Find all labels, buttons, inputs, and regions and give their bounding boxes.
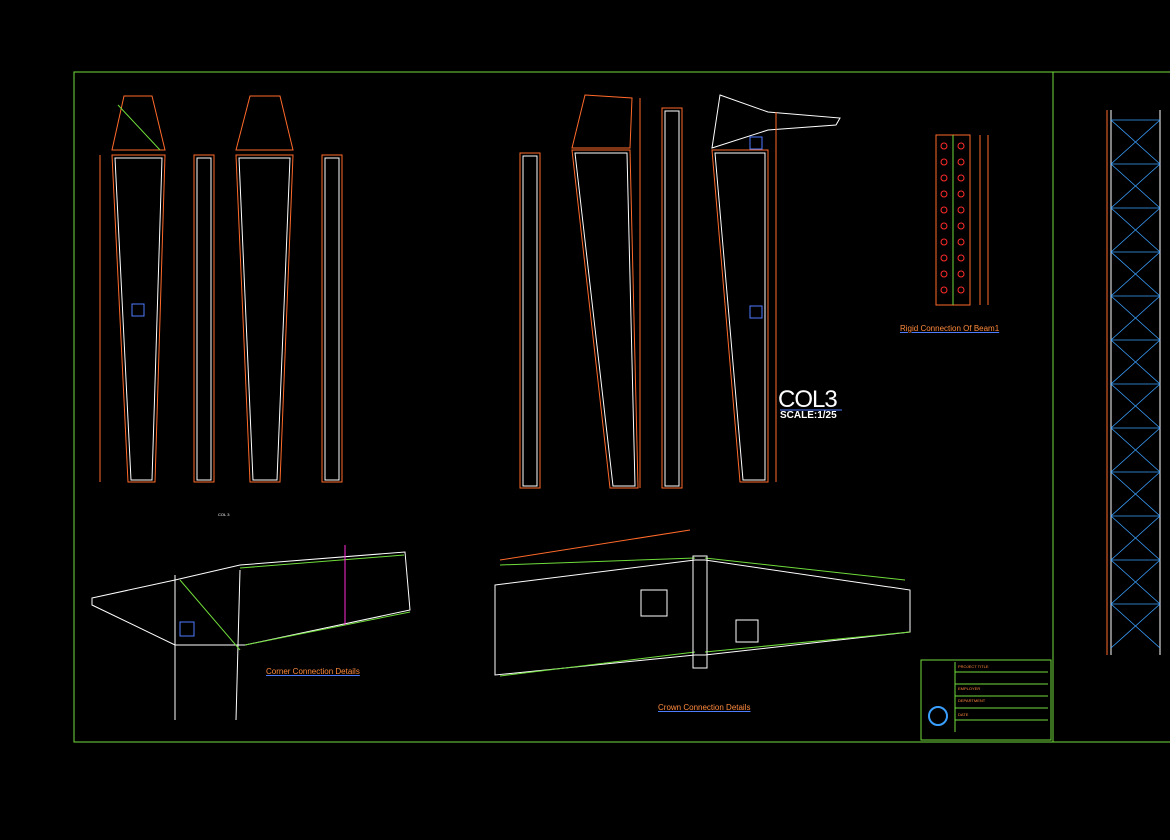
bolt [957,286,965,294]
bolt [940,286,948,294]
bracing-member [1110,119,1161,165]
bolt [940,174,948,182]
title-block-project: PROJECT TITLE [958,664,989,669]
bracing-member [1110,515,1161,561]
bracing-member [1110,163,1161,209]
column-elevation-2 [193,154,215,483]
column-elevation-5 [519,152,541,489]
crown-connection-detail [494,529,911,677]
crown-connection-caption: Crown Connection Details [658,703,751,712]
rigid-connection-detail [935,134,989,306]
bracing-member [1110,559,1161,605]
column-elevation-8 [711,94,841,483]
column-elevation-7 [661,107,683,489]
bracing-member [1110,207,1161,253]
bolt [940,254,948,262]
bolt [957,238,965,246]
column-elevation-3 [235,95,294,483]
column-elevation-4 [321,154,343,483]
bracing-member [1110,603,1161,649]
col3-small-label: COL 3 [218,512,230,517]
bolt-group [940,142,965,294]
bracing-member [1110,339,1161,385]
bolt [940,142,948,150]
bolt [940,158,948,166]
bolt [957,222,965,230]
bracing-member [1110,471,1161,517]
bolt [957,270,965,278]
title-block [920,659,1052,741]
bracing-member [1110,295,1161,341]
col3-title: COL3 [778,386,838,413]
title-block-employer: EMPLOYER [958,686,981,691]
bolt [940,190,948,198]
sheet-border [73,71,1170,743]
bolt [957,190,965,198]
bolt [957,254,965,262]
column-elevation-1 [99,95,166,483]
bolt [940,206,948,214]
bolt [940,270,948,278]
bolt [957,158,965,166]
bolt [957,174,965,182]
corner-connection-caption: Corner Connection Details [266,667,360,676]
bracing-elevation [1106,110,1161,655]
bracing-bays [1110,119,1161,649]
bolt [957,206,965,214]
column-elevation-6 [571,94,641,489]
col3-scale: SCALE:1/25 [780,410,837,421]
rigid-connection-caption: Rigid Connection Of Beam1 [900,324,1000,333]
bracing-member [1110,427,1161,473]
title-block-date: DATE [958,712,969,717]
bolt [940,238,948,246]
title-block-department: DEPARTMENT [958,698,986,703]
bracing-member [1110,251,1161,297]
bolt [957,142,965,150]
corner-connection-detail [91,545,411,721]
bolt [940,222,948,230]
bracing-member [1110,383,1161,429]
